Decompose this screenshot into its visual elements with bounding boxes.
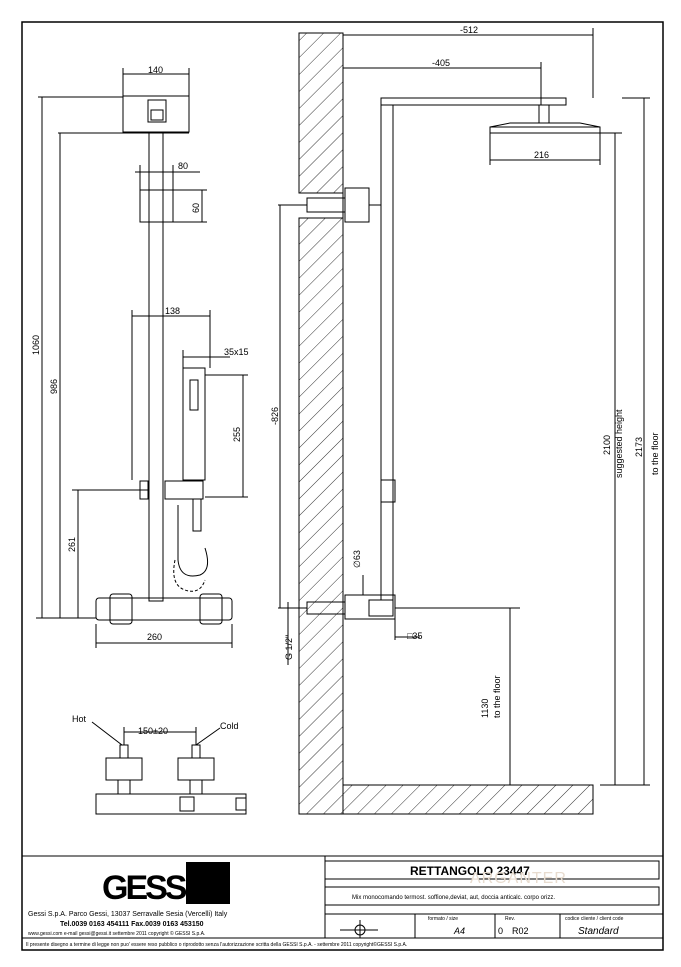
hot-label: Hot bbox=[72, 714, 87, 724]
dim-63: ∅63 bbox=[352, 550, 362, 568]
mixer-body-front bbox=[95, 597, 233, 621]
dim-35sq: □35 bbox=[407, 631, 422, 641]
title-block bbox=[22, 855, 663, 939]
dim-140: 140 bbox=[148, 65, 163, 75]
dim-512: -512 bbox=[460, 25, 478, 35]
dim-35x15: 35x15 bbox=[224, 347, 249, 357]
product-name: RETTANGOLO 23447 bbox=[410, 864, 530, 878]
product-description: Mix monocomando termost. soffione,deviat… bbox=[352, 895, 555, 901]
shower-arm bbox=[380, 97, 567, 106]
wall-section-top bbox=[298, 32, 344, 194]
dim-826: -826 bbox=[270, 407, 280, 425]
dim-g12: G 1/2" bbox=[284, 635, 294, 660]
dim-261: 261 bbox=[67, 537, 77, 552]
suggested-height-label: suggested height bbox=[614, 409, 624, 478]
dim-216: 216 bbox=[534, 150, 549, 160]
dim-986: 986 bbox=[49, 379, 59, 394]
riser-side bbox=[380, 104, 394, 601]
legal-disclaimer: Il presente disegno a termine di legge n… bbox=[26, 941, 407, 948]
client-code-value: Standard bbox=[578, 926, 619, 937]
gessi-logo: GESSI bbox=[102, 862, 230, 907]
dim-260: 260 bbox=[147, 632, 162, 642]
side-view-labels: -512 -405 216 -826 ∅63 □35 G 1/2" 2100 s… bbox=[270, 25, 660, 718]
rev-label: Rev. bbox=[505, 916, 515, 922]
dim-2173: 2173 bbox=[634, 437, 644, 457]
front-view bbox=[36, 68, 248, 648]
client-code-label: codice cliente / client code bbox=[565, 916, 624, 922]
dim-2100: 2100 bbox=[602, 435, 612, 455]
company-phone: Tel.0039 0163 454111 Fax.0039 0163 45315… bbox=[60, 921, 204, 928]
dim-1130: 1130 bbox=[480, 699, 490, 718]
to-floor-label-2: to the floor bbox=[492, 675, 502, 718]
cold-valve bbox=[177, 757, 215, 781]
hot-valve bbox=[105, 757, 143, 781]
dim-255: 255 bbox=[232, 427, 242, 442]
hand-shower bbox=[182, 367, 206, 481]
shower-head-side bbox=[489, 126, 601, 134]
dim-405: -405 bbox=[432, 58, 450, 68]
wall-section-main bbox=[298, 217, 344, 815]
floor-section bbox=[342, 784, 594, 815]
riser-pipe bbox=[148, 132, 164, 602]
dim-1060: 1060 bbox=[31, 335, 41, 355]
logo-text: GESSI bbox=[102, 869, 192, 907]
company-address: Gessi S.p.A. Parco Gessi, 13037 Serraval… bbox=[28, 911, 228, 918]
company-web: www.gessi.com e-mail gessi@gessi.it sett… bbox=[28, 930, 205, 937]
front-view-labels: 140 80 60 138 35x15 255 1060 986 261 260 bbox=[31, 65, 249, 642]
watermark-text: ARGANTER bbox=[470, 870, 567, 887]
rev-value: 0 bbox=[498, 926, 503, 936]
to-floor-label-1: to the floor bbox=[650, 432, 660, 475]
top-view-labels: Hot Cold 150±20 bbox=[72, 714, 239, 736]
sheet-border bbox=[21, 21, 664, 951]
format-label: formato / size bbox=[428, 916, 458, 922]
side-view bbox=[278, 28, 650, 815]
dim-60: 60 bbox=[191, 203, 201, 213]
rev-code: R02 bbox=[512, 926, 529, 936]
dim-138: 138 bbox=[165, 306, 180, 316]
top-view bbox=[91, 721, 247, 815]
mixer-body-top bbox=[95, 793, 247, 815]
shower-head-front bbox=[122, 95, 190, 133]
dim-80: 80 bbox=[178, 161, 188, 171]
format-value: A4 bbox=[453, 926, 465, 936]
cold-label: Cold bbox=[220, 721, 239, 731]
title-block-text: RETTANGOLO 23447 Mix monocomando termost… bbox=[26, 864, 624, 948]
wall-bracket bbox=[139, 189, 174, 223]
dim-150: 150±20 bbox=[138, 726, 168, 736]
